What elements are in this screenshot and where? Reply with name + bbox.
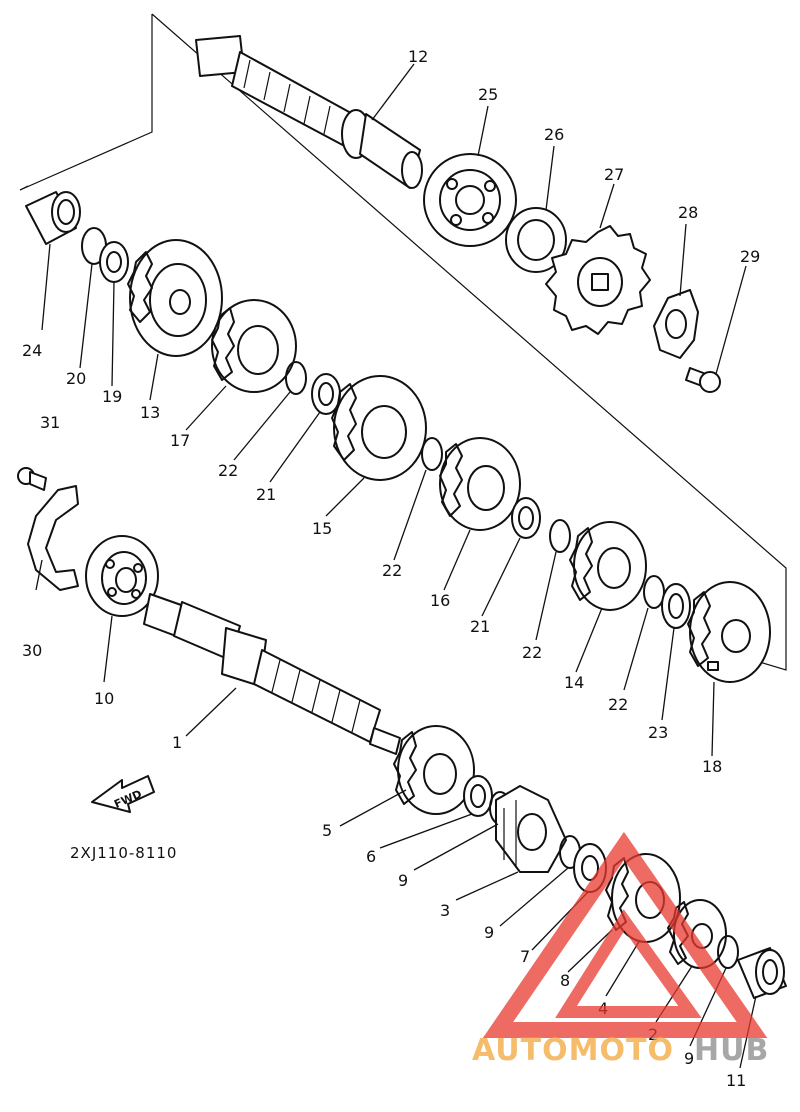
bearing-stopper-30	[27, 485, 79, 591]
drive-axle-12	[195, 35, 423, 189]
fwd-arrow-icon: FWD	[91, 775, 155, 813]
washer-23	[661, 583, 691, 629]
label-16: 16	[430, 591, 450, 610]
label-5: 5	[322, 821, 332, 840]
diagram-code: 2XJ110-8110	[70, 844, 177, 862]
circlip-22c	[549, 519, 571, 553]
label-6: 6	[366, 847, 376, 866]
label-12: 12	[408, 47, 428, 66]
gear-3	[495, 785, 567, 873]
label-8: 8	[560, 971, 570, 990]
oil-seal-26	[505, 207, 567, 273]
label-11: 11	[726, 1071, 746, 1090]
washer-6	[463, 775, 493, 817]
label-3: 3	[440, 901, 450, 920]
label-22a: 22	[218, 461, 238, 480]
gear-15	[331, 375, 427, 481]
bearing-11	[737, 947, 787, 999]
gear-16	[439, 437, 521, 531]
label-24: 24	[22, 341, 42, 360]
label-19: 19	[102, 387, 122, 406]
gear-5	[393, 725, 475, 815]
main-axle-1	[143, 593, 401, 755]
label-30: 30	[22, 641, 42, 660]
label-9c: 9	[684, 1049, 694, 1068]
washer-21b	[511, 497, 541, 539]
gear-14	[569, 521, 647, 611]
label-18: 18	[702, 757, 722, 776]
gear-13	[127, 239, 223, 357]
sprocket-27	[545, 225, 651, 335]
label-21a: 21	[256, 485, 276, 504]
label-22d: 22	[608, 695, 628, 714]
circlip-9c	[717, 935, 739, 969]
circlip-22d	[643, 575, 665, 609]
label-21b: 21	[470, 617, 490, 636]
bearing-25	[423, 153, 517, 247]
circlip-22a	[285, 361, 307, 395]
label-1: 1	[172, 733, 182, 752]
label-17: 17	[170, 431, 190, 450]
watermark-text-hub: HUB	[694, 1033, 769, 1068]
label-28: 28	[678, 203, 698, 222]
bearing-10	[85, 535, 159, 617]
label-13: 13	[140, 403, 160, 422]
label-31: 31	[40, 413, 60, 432]
label-22b: 22	[382, 561, 402, 580]
label-26: 26	[544, 125, 564, 144]
watermark-text-automoto: AUTOMOTO	[472, 1033, 674, 1068]
label-9b: 9	[484, 923, 494, 942]
bearing-24	[25, 191, 81, 245]
label-22c: 22	[522, 643, 542, 662]
circlip-22b	[421, 437, 443, 471]
label-7: 7	[520, 947, 530, 966]
watermark-logo	[482, 831, 768, 1038]
label-29: 29	[740, 247, 760, 266]
label-10: 10	[94, 689, 114, 708]
screw-31	[17, 467, 47, 491]
label-14: 14	[564, 673, 584, 692]
gear-17	[211, 299, 297, 393]
bolt-29	[685, 367, 721, 393]
part-labels: 12 25 26 27 28 29 24 20 19 13 17 22 21 1…	[22, 47, 760, 1090]
gear-2	[667, 899, 727, 969]
label-27: 27	[604, 165, 624, 184]
label-25: 25	[478, 85, 498, 104]
label-20: 20	[66, 369, 86, 388]
watermark: AUTOMOTO HUB	[472, 831, 769, 1068]
label-15: 15	[312, 519, 332, 538]
gear-18	[687, 581, 771, 683]
label-23: 23	[648, 723, 668, 742]
washer-19	[99, 241, 129, 283]
lock-washer-28	[653, 289, 699, 359]
label-9a: 9	[398, 871, 408, 890]
